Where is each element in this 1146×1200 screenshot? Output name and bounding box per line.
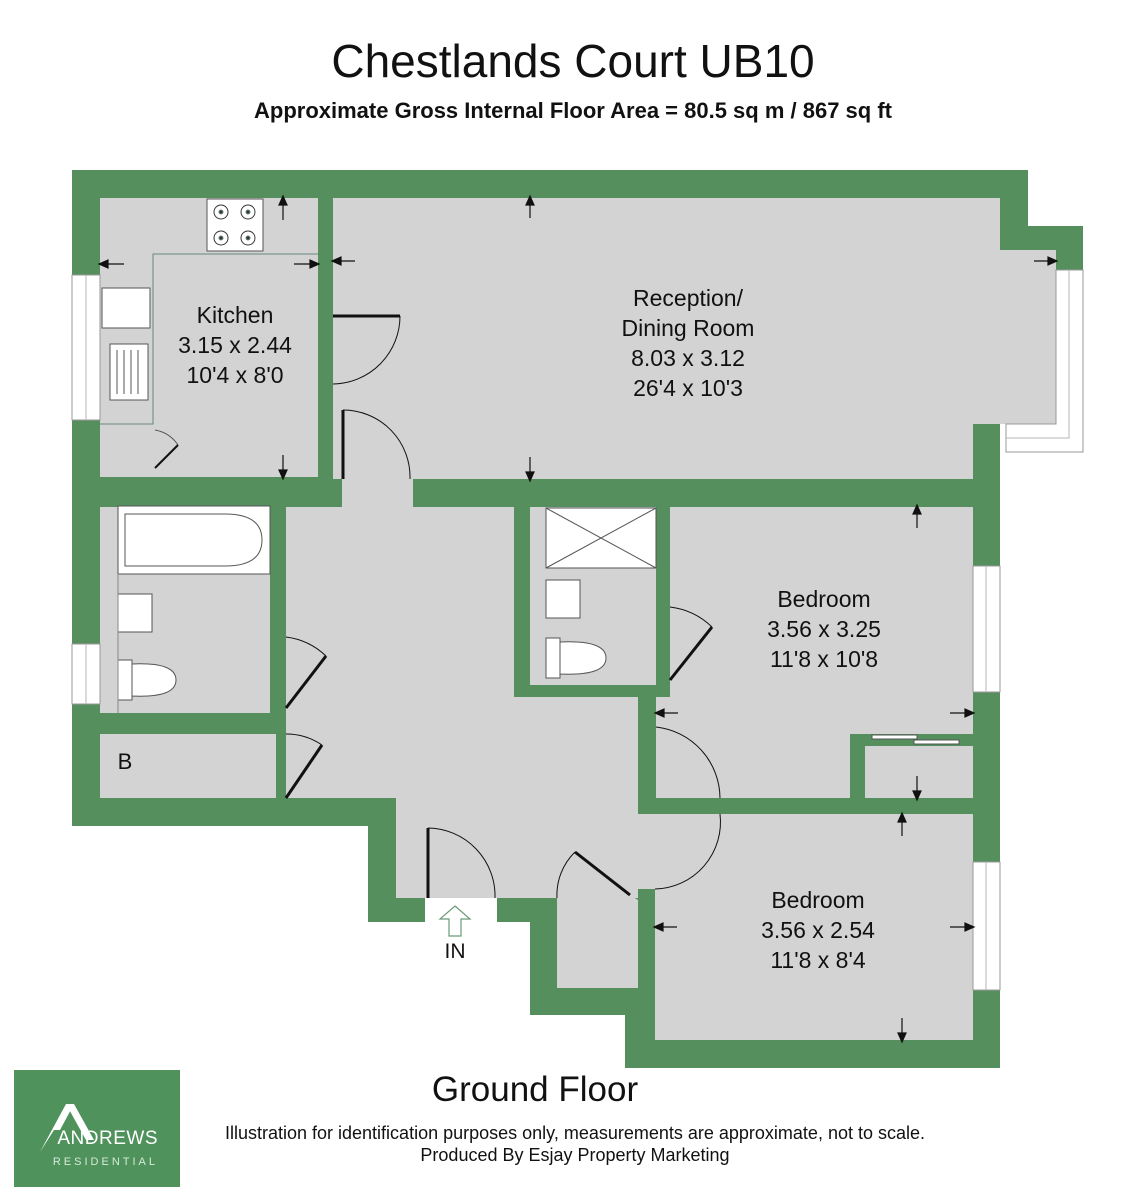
disclaimer-line-1: Illustration for identification purposes… xyxy=(224,1123,926,1143)
hob-icon xyxy=(206,198,264,252)
entrance-arrow-icon xyxy=(438,905,472,937)
reception-floor xyxy=(333,198,1056,494)
kitchen-imperial: 10'4 x 8'0 xyxy=(186,362,284,388)
reception-name-line2: Dining Room xyxy=(621,315,755,341)
bedroom-1-imperial: 11'8 x 10'8 xyxy=(769,646,879,672)
dimension-arrows xyxy=(97,194,1059,1044)
bedroom-2-label: Bedroom 3.56 x 2.54 11'8 x 8'4 xyxy=(688,885,948,975)
cupboard-door xyxy=(574,850,631,897)
reception-imperial: 26'4 x 10'3 xyxy=(633,375,743,401)
ensuite-fittings xyxy=(545,507,657,679)
logo-sub: RESIDENTIAL xyxy=(52,1156,158,1168)
bedroom-2-imperial: 11'8 x 8'4 xyxy=(770,947,866,973)
reception-label: Reception/ Dining Room 8.03 x 3.12 26'4 … xyxy=(558,283,818,403)
basin-icon-ensuite xyxy=(545,579,581,619)
reception-name-line1: Reception/ xyxy=(633,285,743,311)
bedroom-2-floor xyxy=(655,814,973,1040)
entrance-label: IN xyxy=(444,940,466,963)
reception-bay-window xyxy=(1005,269,1084,453)
page-title: Chestlands Court UB10 xyxy=(331,35,815,87)
bedroom-1-name: Bedroom xyxy=(777,586,871,612)
andrews-logo: ANDREWS RESIDENTIAL xyxy=(14,1070,180,1187)
bedroom-2-metric: 3.56 x 2.54 xyxy=(761,917,875,943)
bedroom-2-name: Bedroom xyxy=(771,887,865,913)
boiler-door xyxy=(284,744,324,799)
basin-icon xyxy=(117,593,153,633)
hallway-floor xyxy=(286,494,656,898)
floor-name: Ground Floor xyxy=(431,1070,639,1109)
wardrobe-floor xyxy=(865,746,973,798)
logo-mark-icon xyxy=(40,1104,94,1152)
reception-metric: 8.03 x 3.12 xyxy=(631,345,745,371)
kitchen-fittings xyxy=(100,198,318,469)
boiler-label: B xyxy=(117,749,133,774)
bedroom-1-floor xyxy=(656,507,973,800)
bathroom-fittings xyxy=(117,505,271,713)
bedroom-1-label: Bedroom 3.56 x 3.25 11'8 x 10'8 xyxy=(694,584,954,674)
wardrobe-doors xyxy=(871,734,960,745)
boiler-cupboard-floor xyxy=(100,734,276,798)
disclaimer-line-2: Produced By Esjay Property Marketing xyxy=(420,1145,730,1165)
kitchen-metric: 3.15 x 2.44 xyxy=(178,332,292,358)
logo-name: ANDREWS xyxy=(57,1128,158,1149)
doors xyxy=(284,314,721,899)
kitchen-label: Kitchen 3.15 x 2.44 10'4 x 8'0 xyxy=(105,300,365,390)
internal-walls xyxy=(72,198,1000,1015)
bathroom-door xyxy=(284,655,328,709)
sink-icon xyxy=(101,287,151,329)
floor-area-subtitle: Approximate Gross Internal Floor Area = … xyxy=(254,98,892,123)
kitchen-name: Kitchen xyxy=(196,302,274,328)
hall-cupboard-floor xyxy=(557,848,638,988)
ensuite-door xyxy=(668,626,714,681)
bedroom-1-metric: 3.56 x 3.25 xyxy=(767,616,881,642)
disclaimer: Illustration for identification purposes… xyxy=(150,1122,1000,1166)
